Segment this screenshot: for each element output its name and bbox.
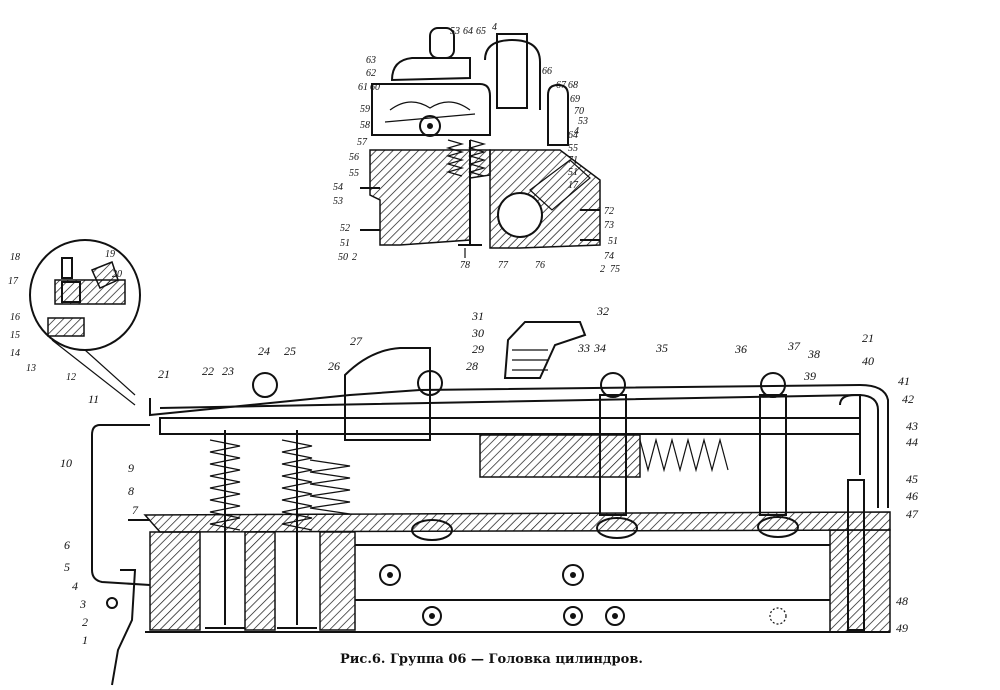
label: 67 xyxy=(556,80,567,91)
label: 21 xyxy=(862,331,874,345)
label: 42 xyxy=(902,392,914,406)
label: 55 xyxy=(349,168,359,179)
detail-inset xyxy=(29,239,141,406)
label: 36 xyxy=(734,342,747,356)
label: 56 xyxy=(349,152,359,163)
label: 77 xyxy=(498,260,509,271)
label: 69 xyxy=(570,94,580,105)
label: 38 xyxy=(807,347,820,361)
label: 7 xyxy=(132,503,139,517)
label: 51 xyxy=(340,238,350,249)
label: 50 xyxy=(338,252,348,263)
label: 23 xyxy=(222,364,234,378)
cross-section-view xyxy=(360,27,601,258)
label: 55 xyxy=(568,143,578,154)
label: 12 xyxy=(66,372,76,383)
label: 15 xyxy=(10,330,20,341)
label: 62 xyxy=(366,68,376,79)
label: 17 xyxy=(568,180,579,191)
label: 63 xyxy=(366,55,376,66)
label: 52 xyxy=(340,223,350,234)
label: 21 xyxy=(158,367,170,381)
label: 71 xyxy=(568,155,578,166)
label: 28 xyxy=(466,359,478,373)
label: 25 xyxy=(284,344,296,358)
label: 24 xyxy=(258,344,270,358)
label: 30 xyxy=(471,326,484,340)
label: 9 xyxy=(128,461,134,475)
label: 49 xyxy=(896,621,908,635)
label: 6 xyxy=(64,538,70,552)
label: 65 xyxy=(476,26,486,37)
label: 61 xyxy=(358,82,368,93)
label: 1 xyxy=(82,633,88,647)
label: 68 xyxy=(568,80,578,91)
label: 22 xyxy=(202,364,214,378)
label: 70 xyxy=(574,106,584,117)
label: 8 xyxy=(128,484,134,498)
label: 66 xyxy=(542,66,552,77)
label: 74 xyxy=(604,251,614,262)
label: 13 xyxy=(26,363,36,374)
cross-section-labels: 53 64 65 4 63 62 61 60 66 67 68 69 70 53… xyxy=(333,22,620,275)
label: 75 xyxy=(610,264,620,275)
label: 2 xyxy=(352,252,357,263)
label: 60 xyxy=(370,82,380,93)
label: 34 xyxy=(593,341,606,355)
figure-caption: Рис.6. Группа 06 — Головка цилиндров. xyxy=(340,652,643,667)
inset-labels: 18 19 20 17 16 15 14 13 12 xyxy=(8,249,122,383)
label: 41 xyxy=(898,374,910,388)
label: 11 xyxy=(88,392,99,406)
label: 14 xyxy=(10,348,20,359)
label: 53 xyxy=(333,196,343,207)
label: 64 xyxy=(568,130,578,141)
label: 3 xyxy=(79,597,86,611)
label: 27 xyxy=(350,334,363,348)
label: 59 xyxy=(360,104,370,115)
label: 31 xyxy=(471,309,484,323)
label: 4 xyxy=(72,579,78,593)
label: 51 xyxy=(608,236,618,247)
label: 58 xyxy=(360,120,370,131)
label: 47 xyxy=(906,507,919,521)
label: 29 xyxy=(472,342,484,356)
label: 2 xyxy=(600,264,605,275)
label: 45 xyxy=(906,472,918,486)
label: 4 xyxy=(574,126,579,137)
label: 16 xyxy=(10,312,20,323)
label: 26 xyxy=(328,359,340,373)
label: 33 xyxy=(577,341,590,355)
label: 35 xyxy=(655,341,668,355)
label: 5 xyxy=(64,560,70,574)
label: 51 xyxy=(568,167,578,178)
label: 57 xyxy=(357,137,368,148)
label: 53 xyxy=(450,26,460,37)
label: 19 xyxy=(105,249,115,260)
longitudinal-labels: 31 32 30 29 33 34 35 36 37 38 21 40 41 4… xyxy=(60,304,919,647)
label: 73 xyxy=(604,220,614,231)
label: 32 xyxy=(596,304,609,318)
label: 18 xyxy=(10,252,20,263)
label: 44 xyxy=(906,435,918,449)
label: 20 xyxy=(112,269,122,280)
label: 37 xyxy=(787,339,801,353)
label: 78 xyxy=(460,260,470,271)
label: 17 xyxy=(8,276,19,287)
label: 2 xyxy=(82,615,88,629)
label: 54 xyxy=(333,182,343,193)
label: 46 xyxy=(906,489,918,503)
label: 39 xyxy=(803,369,816,383)
longitudinal-view xyxy=(91,321,891,686)
label: 64 xyxy=(463,26,473,37)
label: 48 xyxy=(896,594,908,608)
label: 72 xyxy=(604,206,614,217)
label: 43 xyxy=(906,419,918,433)
label: 4 xyxy=(492,22,497,33)
label: 76 xyxy=(535,260,545,271)
label: 10 xyxy=(60,456,72,470)
label: 53 xyxy=(578,116,588,127)
label: 40 xyxy=(862,354,874,368)
head-bolts xyxy=(379,516,799,626)
